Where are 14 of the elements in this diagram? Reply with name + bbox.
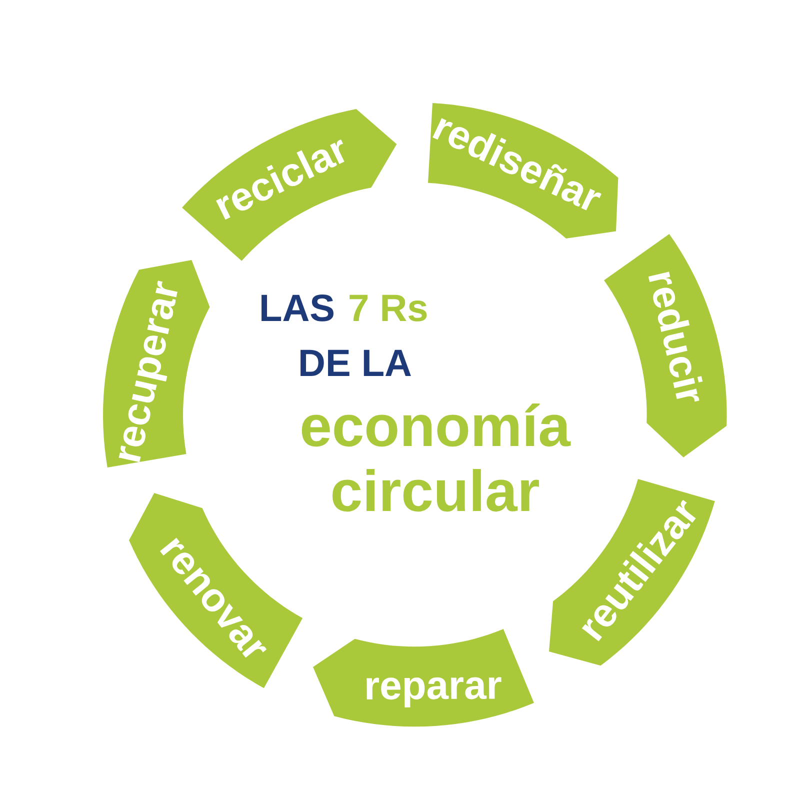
arrow-segment <box>103 260 210 468</box>
arrow-segment <box>428 103 618 239</box>
segment-label: recuperar <box>106 278 186 467</box>
arrow-segment <box>604 234 727 458</box>
segment-label: reducir <box>640 266 710 408</box>
arrow-segment <box>548 479 715 666</box>
arrow-segment <box>313 629 534 727</box>
arrow-segment <box>129 492 303 688</box>
center-heading: LAS <box>259 290 335 328</box>
center-heading: economía circular <box>298 395 572 525</box>
segment-label: reparar <box>364 666 502 707</box>
center-heading: DE LA <box>298 345 412 383</box>
center-heading: 7 Rs <box>348 290 428 328</box>
arrow-segment <box>182 108 398 260</box>
